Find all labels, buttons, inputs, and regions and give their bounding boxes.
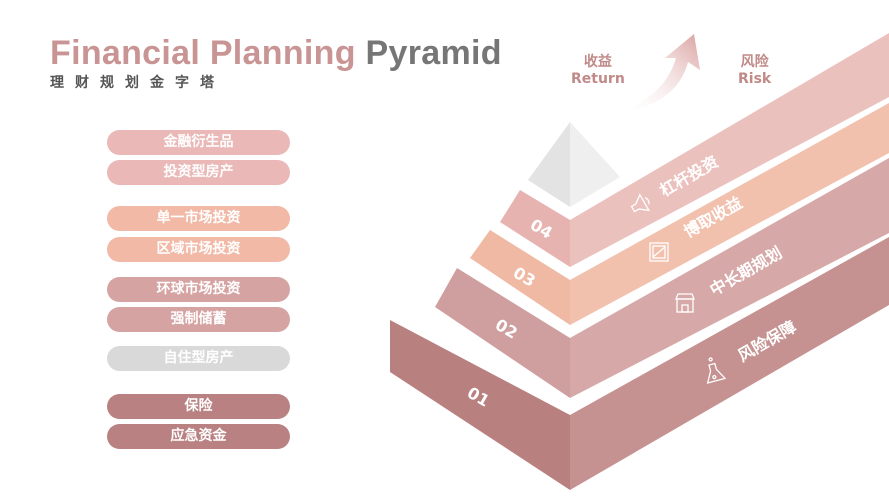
pill-item: 保险 — [107, 394, 290, 419]
tier-03-right-face — [570, 103, 889, 325]
pill-item: 强制储蓄 — [107, 307, 290, 332]
page-subtitle: 理财规划金字塔 — [50, 75, 225, 91]
pill-item: 区域市场投资 — [107, 237, 290, 262]
pyramid-cap-left — [528, 122, 570, 207]
risk-label: 风险 Risk — [738, 54, 771, 88]
pill-item: 自住型房产 — [107, 346, 290, 371]
pill-item: 应急资金 — [107, 424, 290, 449]
tier-03-left-face — [470, 230, 570, 325]
image-icon — [649, 242, 669, 262]
tier-04-right-face — [570, 33, 889, 267]
store-icon — [675, 293, 695, 313]
pyramid-cap-right — [570, 122, 620, 207]
tier-02-right-face — [570, 158, 889, 398]
title-part2: Pyramid — [365, 34, 502, 72]
tier-04-left-face — [500, 190, 570, 267]
pill-item: 环球市场投资 — [107, 277, 290, 302]
tier-01-left-face — [390, 320, 570, 490]
pill-item: 单一市场投资 — [107, 206, 290, 231]
page-title: Financial Planning Pyramid — [50, 34, 502, 73]
return-label-cn: 收益 — [583, 54, 612, 70]
title-part1: Financial Planning — [50, 34, 356, 72]
megaphone-icon — [630, 193, 651, 213]
risk-label-en: Risk — [738, 71, 772, 87]
return-label-en: Return — [571, 71, 625, 87]
pill-item: 金融衍生品 — [107, 130, 290, 155]
rising-arrow-icon — [618, 34, 700, 113]
pill-item: 投资型房产 — [107, 160, 290, 185]
flask-icon — [706, 357, 727, 384]
tier-01-right-face — [570, 237, 889, 490]
return-label: 收益 Return — [571, 54, 625, 88]
tier-02-left-face — [435, 268, 570, 398]
risk-label-cn: 风险 — [740, 54, 769, 70]
